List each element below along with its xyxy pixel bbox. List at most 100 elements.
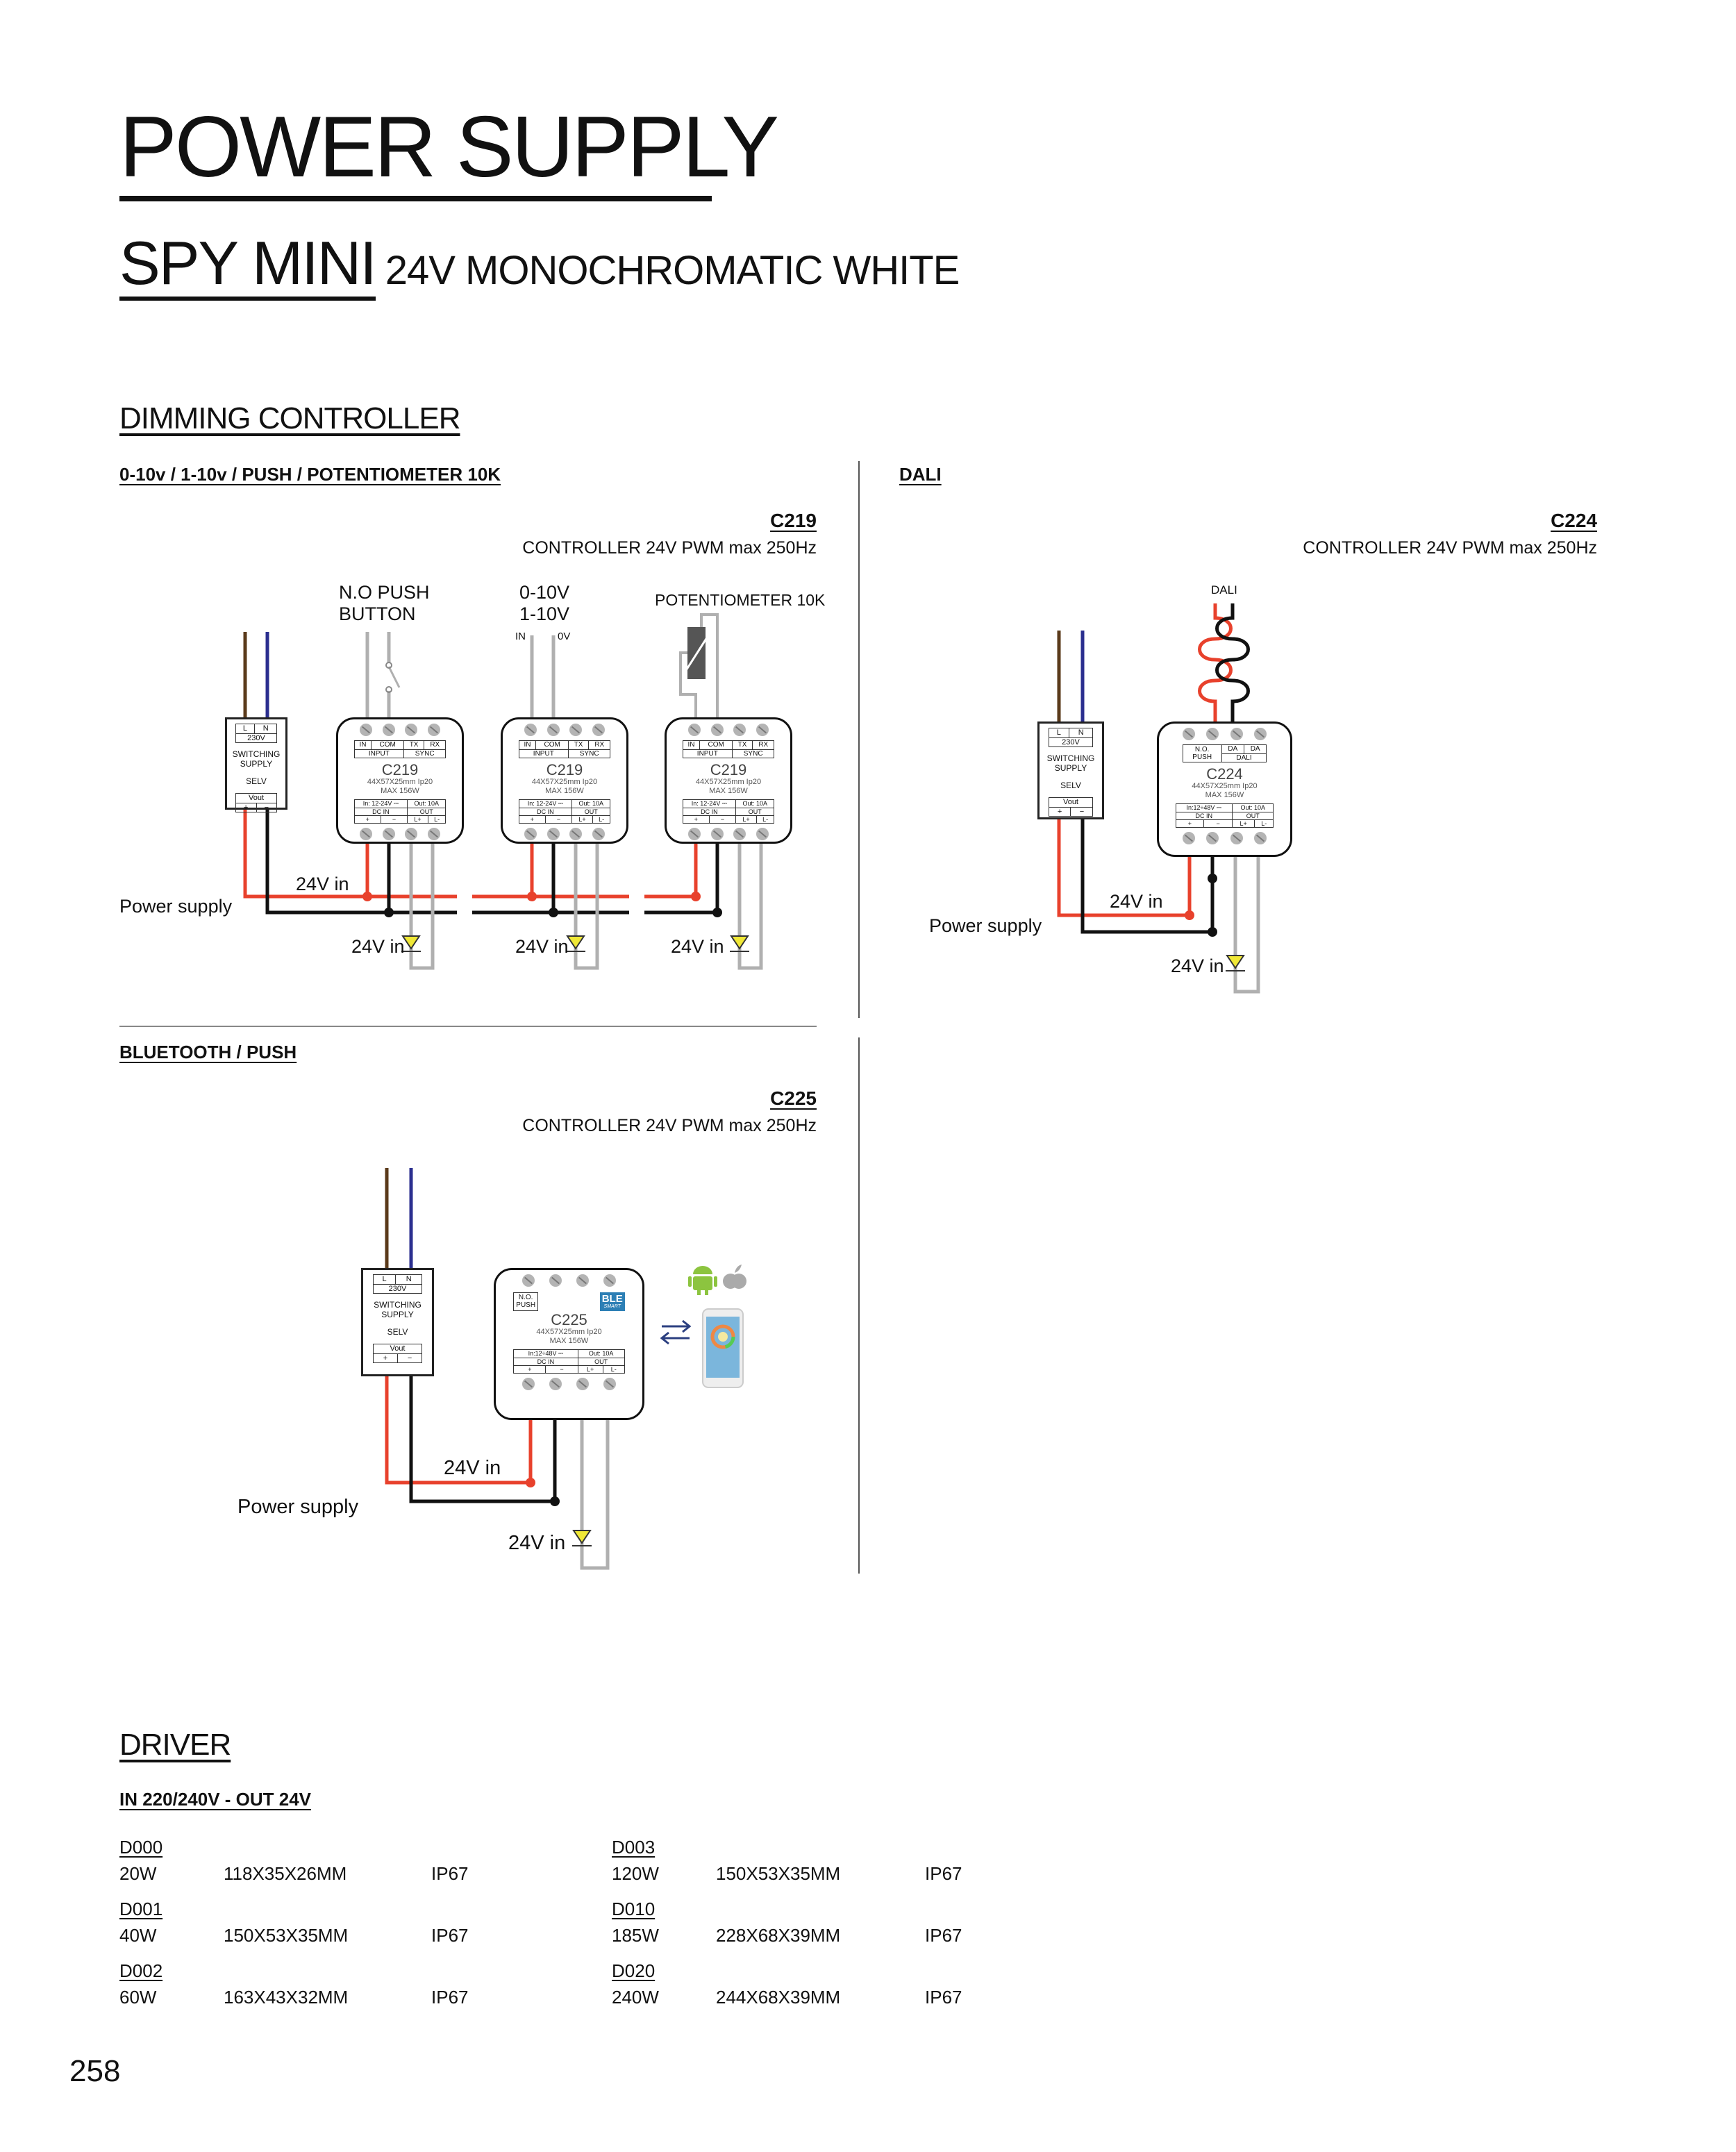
page-number: 258 <box>69 2054 121 2088</box>
product-desc-c225: CONTROLLER 24V PWM max 250Hz <box>522 1116 817 1135</box>
positive-wire <box>243 810 457 899</box>
screw-terminal <box>688 724 701 736</box>
product-code-c219: C219 <box>770 510 817 531</box>
supply-voltage-label: 24V in <box>444 1457 501 1479</box>
driver-size: 228X68X39MM <box>716 1925 841 1946</box>
led-input-label: 24V in <box>1171 956 1224 976</box>
potentiometer-label: POTENTIOMETER 10K <box>655 591 826 609</box>
screw-terminal <box>521 1274 535 1287</box>
junction-dots <box>362 892 1194 1487</box>
in-label: IN <box>515 631 526 642</box>
driver-power: 185W <box>612 1925 659 1946</box>
screw-terminal <box>405 724 418 736</box>
potentiometer-arrow <box>683 633 711 674</box>
screw-terminal <box>1182 728 1195 740</box>
driver-power: 20W <box>119 1863 157 1884</box>
section-heading-bluetooth: BLUETOOTH / PUSH <box>119 1042 297 1062</box>
product-code-c224: C224 <box>1551 510 1597 531</box>
product-code-c225: C225 <box>770 1087 817 1109</box>
screw-terminal <box>576 1378 590 1391</box>
zero-v-label: 0V <box>558 631 571 642</box>
driver-ip: IP67 <box>431 1925 469 1946</box>
screw-terminal <box>427 724 440 736</box>
pot-wire <box>679 651 697 717</box>
section-divider <box>119 1026 817 1027</box>
driver-ip: IP67 <box>925 1987 962 2008</box>
screw-terminal <box>1230 832 1243 845</box>
driver-power: 40W <box>119 1925 157 1946</box>
led-icons <box>401 935 1245 1546</box>
screw-terminal <box>1206 832 1219 845</box>
screw-terminal <box>360 828 373 841</box>
push-input-label: N.O. PUSH <box>513 1292 539 1311</box>
screw-terminal <box>710 828 724 841</box>
led-output-wire <box>580 1420 610 1570</box>
led-icon <box>1226 955 1245 969</box>
screw-terminal <box>1254 832 1267 845</box>
driver-ip: IP67 <box>431 1987 469 2008</box>
column-divider <box>858 461 860 1018</box>
positive-wire <box>385 1376 533 1485</box>
supply-voltage-label: 24V in <box>1110 891 1163 912</box>
smartphone-icon <box>702 1308 744 1388</box>
product-desc-c219: CONTROLLER 24V PWM max 250Hz <box>522 538 817 558</box>
driver-size: 118X35X26MM <box>224 1863 347 1884</box>
screw-terminal <box>1230 728 1243 740</box>
driver-code: D010 <box>612 1899 656 1919</box>
led-output-wire <box>574 844 599 970</box>
positive-wire <box>1057 819 1192 917</box>
dimming-heading: DIMMING CONTROLLER <box>119 401 460 435</box>
pot-wire <box>700 613 719 717</box>
screw-terminal <box>592 724 605 736</box>
driver-code: D001 <box>119 1899 163 1919</box>
screw-terminal <box>733 828 746 841</box>
android-icon <box>688 1266 717 1295</box>
driver-heading: DRIVER <box>119 1728 231 1762</box>
screw-terminal <box>756 828 769 841</box>
screw-terminal <box>1206 728 1219 740</box>
power-supply-label: Power supply <box>119 896 233 917</box>
screw-terminal <box>576 1274 590 1287</box>
driver-code: D000 <box>119 1837 163 1858</box>
led-input-label: 24V in <box>671 936 724 957</box>
driver-ip: IP67 <box>925 1863 962 1884</box>
driver-size: 150X53X35MM <box>224 1925 349 1946</box>
driver-power: 240W <box>612 1987 659 2008</box>
screw-terminal <box>524 724 537 736</box>
screw-terminal <box>733 724 746 736</box>
driver-code: D020 <box>612 1960 656 1981</box>
driver-size: 163X43X32MM <box>224 1987 349 2008</box>
screw-terminal <box>546 724 560 736</box>
column-divider <box>858 1037 860 1574</box>
section-heading-dali: DALI <box>899 464 942 485</box>
driver-subheading: IN 220/240V - OUT 24V <box>119 1789 312 1810</box>
led-output-wire <box>737 844 763 970</box>
power-supply-label: Power supply <box>237 1496 359 1518</box>
screw-terminal <box>688 828 701 841</box>
dali-label: DALI <box>1211 583 1237 597</box>
led-input-label: 24V in <box>508 1532 566 1554</box>
section-heading-c219: 0-10v / 1-10v / PUSH / POTENTIOMETER 10K <box>119 464 501 485</box>
product-desc-c224: CONTROLLER 24V PWM max 250Hz <box>1303 538 1597 558</box>
screw-terminal <box>569 724 583 736</box>
screw-terminal <box>1254 728 1267 740</box>
screw-terminal <box>603 1378 617 1391</box>
push-switch <box>387 666 401 688</box>
screw-terminal <box>360 724 373 736</box>
screw-terminal <box>569 828 583 841</box>
driver-power: 120W <box>612 1863 659 1884</box>
screw-terminal <box>603 1274 617 1287</box>
driver-ip: IP67 <box>431 1863 469 1884</box>
screw-terminal <box>382 828 395 841</box>
